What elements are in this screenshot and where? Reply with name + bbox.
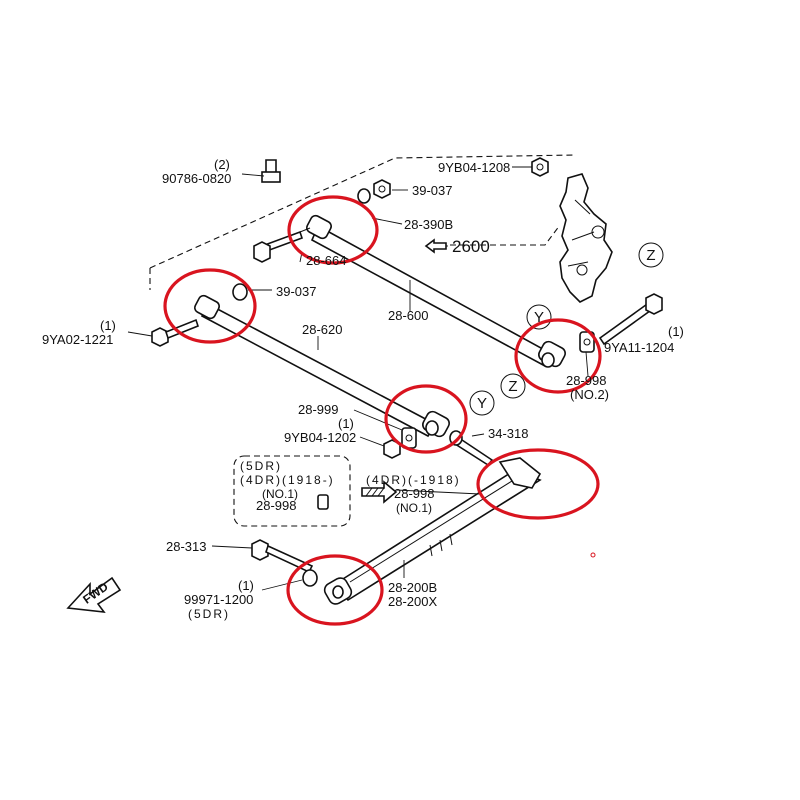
bolt-9ya11-1204 <box>598 293 663 346</box>
label-28-620: 28-620 <box>302 322 342 337</box>
label-39-037-upper: 39-037 <box>412 183 452 198</box>
label-9ya02-qty: (1) <box>100 318 116 333</box>
label-28-200x: 28-200X <box>388 594 437 609</box>
bolt-90786-0820 <box>261 159 281 183</box>
lateral-link-28-600 <box>306 214 566 368</box>
rear-knuckle <box>559 173 613 303</box>
label-28-999: 28-999 <box>298 402 338 417</box>
view-marker-z-upper: Z <box>646 247 655 264</box>
forward-arrow-icon: FWD <box>66 576 122 613</box>
label-28-600: 28-600 <box>388 308 428 323</box>
washer-99971-1200 <box>302 569 318 587</box>
label-28-200b: 28-200B <box>388 580 437 595</box>
label-box-4dr: (4DR)(1918-) <box>240 473 335 487</box>
label-28-998-no2: 28-998 <box>566 373 606 388</box>
highlight-circle-28-998-no2 <box>514 318 602 394</box>
highlight-circles <box>163 195 602 626</box>
leader-lines <box>127 166 589 591</box>
label-box-no1: (NO.1) <box>262 487 298 501</box>
label-9ya11-1204: 9YA11-1204 <box>604 340 674 355</box>
label-99971-qty: (1) <box>238 578 254 593</box>
highlight-circle-9ya02-end <box>163 268 257 344</box>
view-markers: Z Y Z Y <box>469 242 664 416</box>
bolt-34-318 <box>449 430 494 467</box>
label-box-5dr: (5DR) <box>240 459 282 473</box>
label-28-390b: 28-390B <box>404 217 453 232</box>
hatched-arrow <box>361 480 398 504</box>
bolt-28-313 <box>251 539 314 574</box>
bolt-9ya02-1221 <box>151 318 199 347</box>
stray-mark <box>590 552 596 558</box>
label-2600: 2600 <box>452 237 490 256</box>
reference-arrow-2600 <box>424 238 447 254</box>
label-9ya02-1221: 9YA02-1221 <box>42 332 113 347</box>
washer-39-037-lower <box>232 283 248 301</box>
label-34-318: 34-318 <box>488 426 528 441</box>
label-28-313: 28-313 <box>166 539 206 554</box>
highlight-circle-28-200b-rear <box>286 554 384 626</box>
label-39-037-lower: 39-037 <box>276 284 316 299</box>
label-99971-1200: 99971-1200 <box>184 592 253 607</box>
nut-9yb04-1208 <box>531 157 549 177</box>
label-90786-qty: (2) <box>214 157 230 172</box>
label-9yb04-1202: 9YB04-1202 <box>284 430 356 445</box>
label-mid-28-998: 28-998 <box>394 486 434 501</box>
label-mid-4dr: (4DR)(-1918) <box>366 473 461 487</box>
nut-39-037-upper <box>357 179 391 204</box>
label-no2: (NO.2) <box>570 387 609 402</box>
label-box-28-998: 28-998 <box>256 498 296 513</box>
part-labels: (2) 90786-0820 9YB04-1208 39-037 28-390B… <box>42 157 684 621</box>
bolt-9yb04-1202 <box>383 439 401 459</box>
highlight-circle-28-390b <box>287 195 379 265</box>
label-28-664: 28-664 <box>306 253 346 268</box>
highlight-circle-28-200b-front <box>476 448 600 520</box>
view-marker-z-lower: Z <box>508 378 517 395</box>
label-9yb04-1208: 9YB04-1208 <box>438 160 510 175</box>
assembly-boundary <box>149 154 576 290</box>
label-mid-no1: (NO.1) <box>396 501 432 515</box>
label-9yb04-1202-qty: (1) <box>338 416 354 431</box>
lateral-link-28-620 <box>194 294 450 438</box>
view-marker-y-lower: Y <box>477 395 487 412</box>
label-90786-0820: 90786-0820 <box>162 171 231 186</box>
label-9ya11-qty: (1) <box>668 324 684 339</box>
bolt-28-664 <box>253 227 311 263</box>
label-99971-5dr: (5DR) <box>188 607 230 621</box>
detail-box-5dr <box>233 455 351 527</box>
view-marker-y-upper: Y <box>534 309 544 326</box>
highlight-circle-28-999 <box>384 384 468 454</box>
